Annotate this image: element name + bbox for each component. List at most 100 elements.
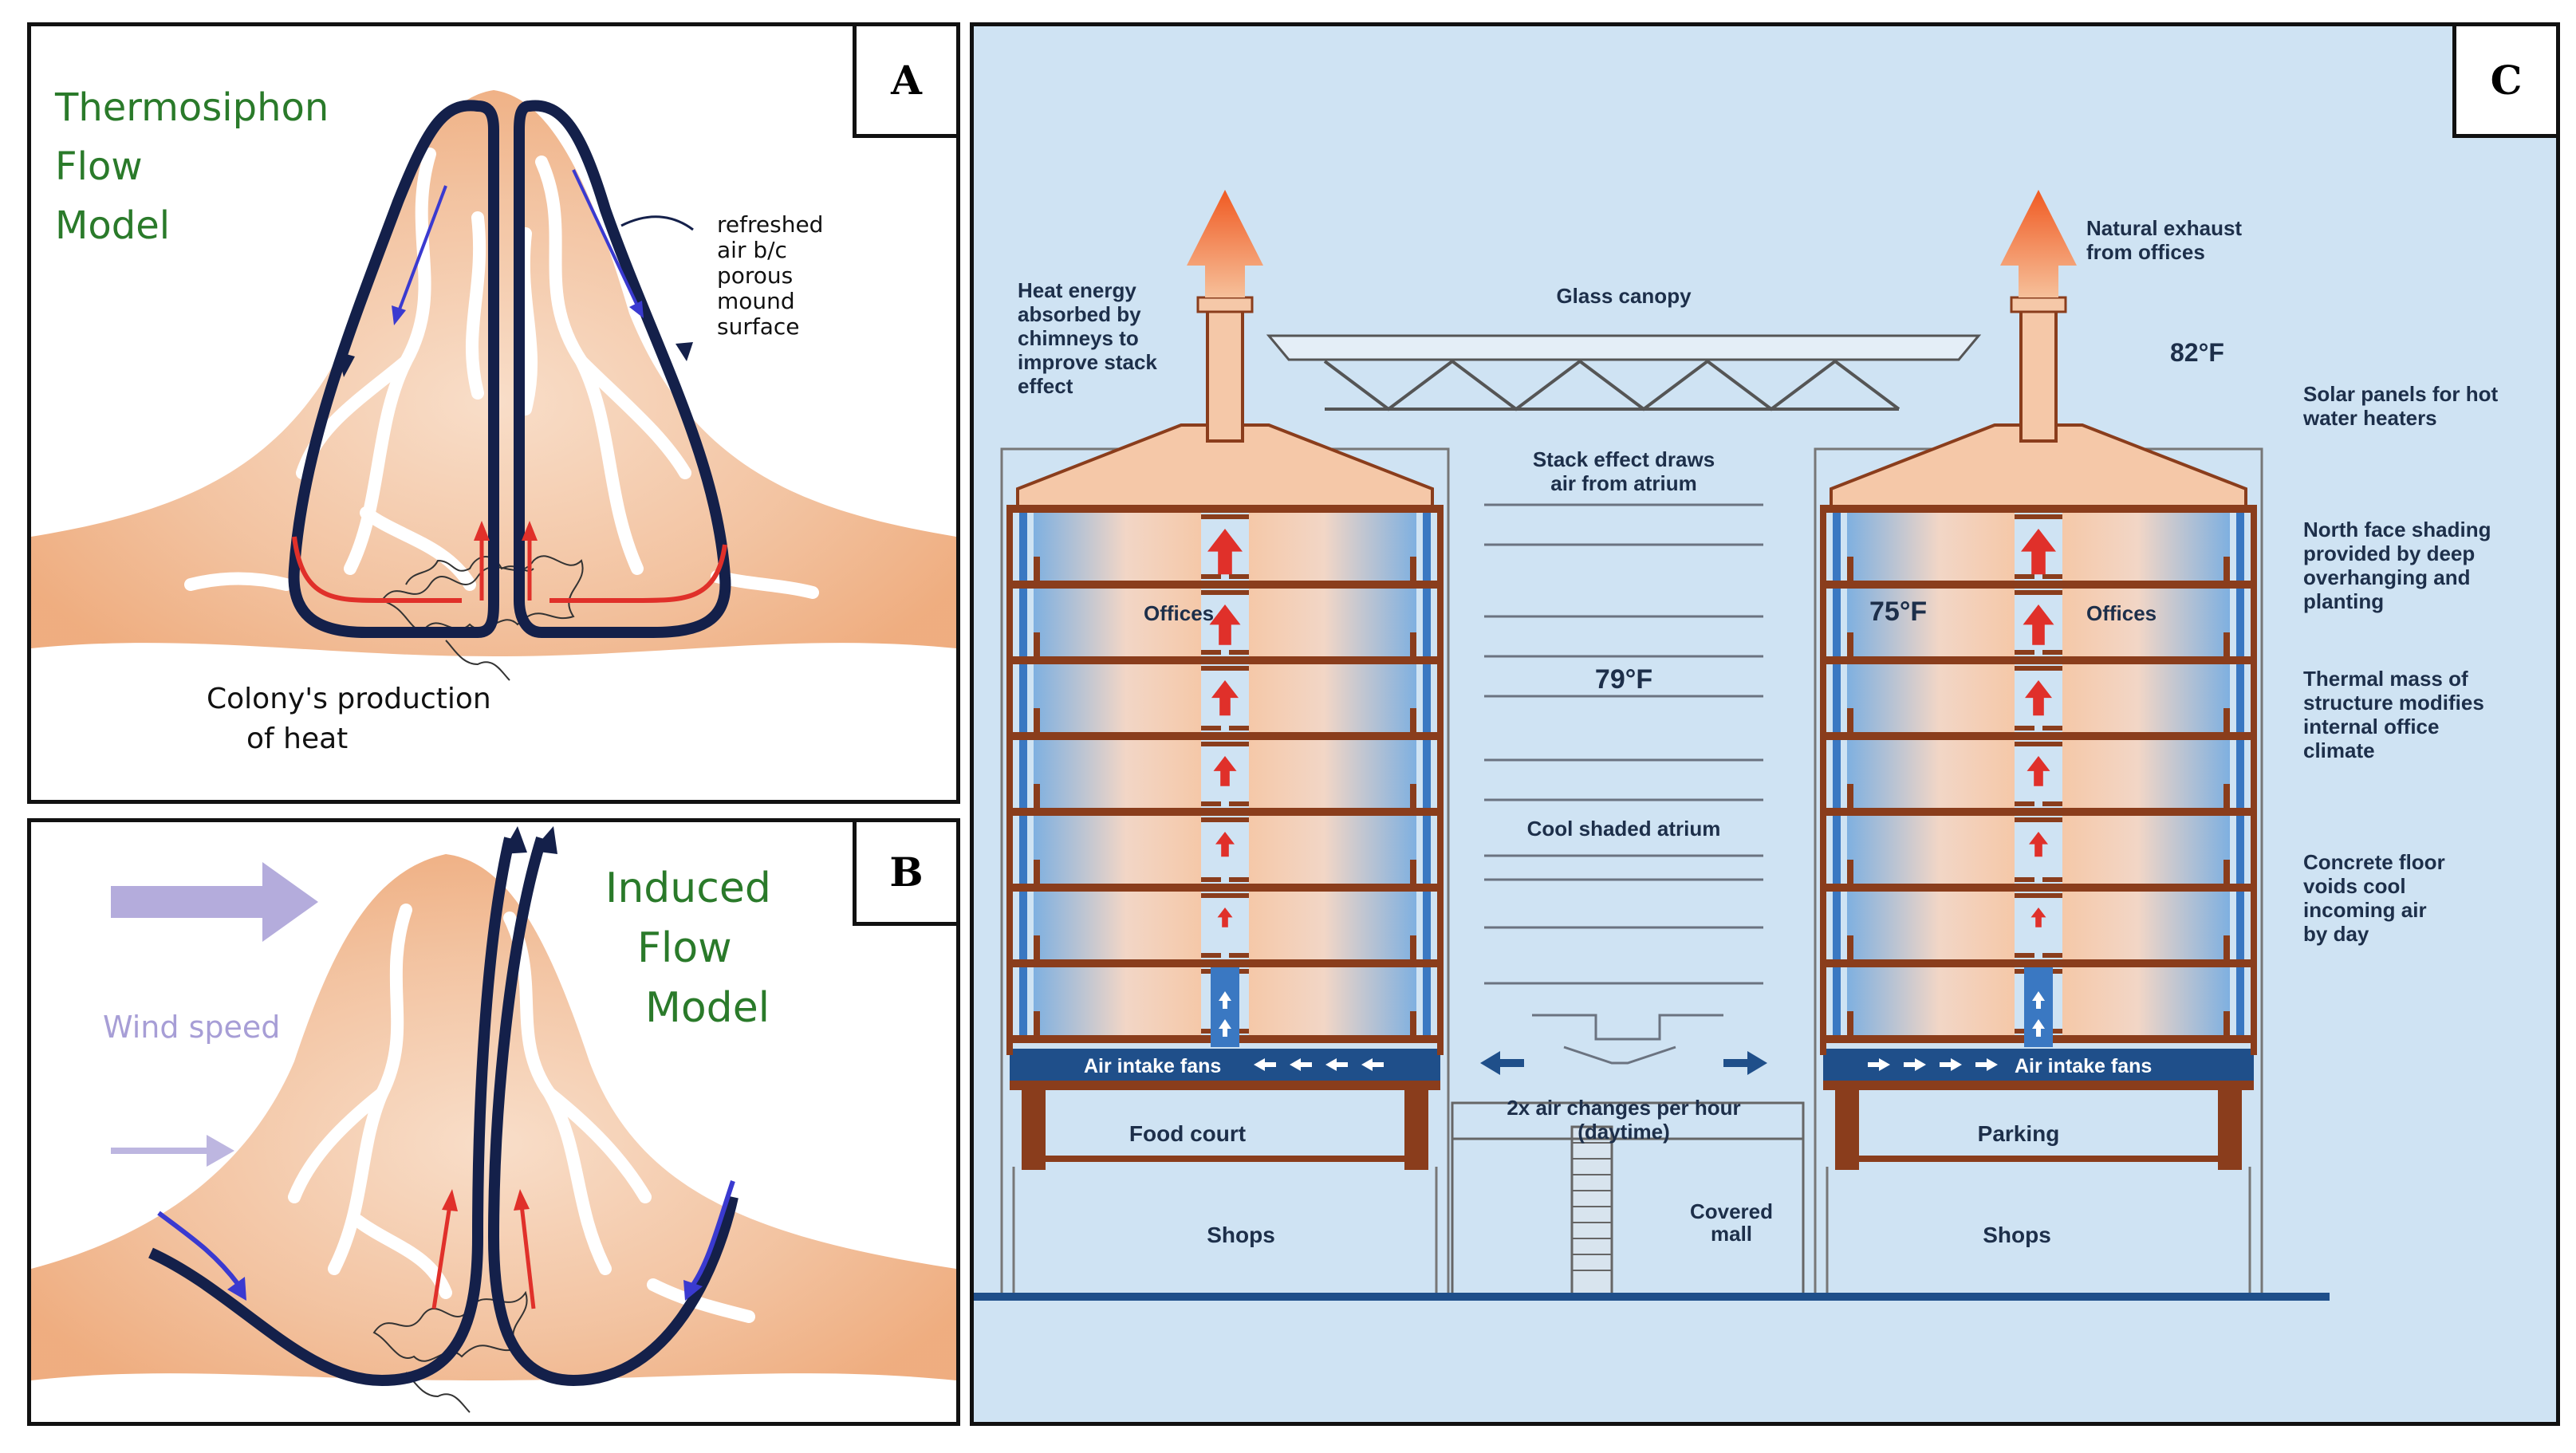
floor-slab (1823, 884, 2254, 892)
note-line-4: mound (717, 288, 795, 314)
heat-line-1: Colony's production (207, 683, 491, 715)
side-note-2-line-1: North face shading (2303, 518, 2491, 541)
panel-b-induced-flow: Wind speed Induced Flow Model B (27, 818, 960, 1426)
ground-line (974, 1293, 2330, 1301)
side-note-3-line-2: structure modifies (2303, 691, 2484, 715)
escalator (1451, 1101, 1805, 1296)
floor-slab (1823, 732, 2254, 740)
side-note-1-line-2: water heaters (2302, 406, 2437, 430)
office-window-left (1847, 892, 2015, 959)
stack-arrow (2029, 832, 2048, 857)
office-window-left (1847, 513, 2015, 581)
side-note-1-line-1: Solar panels for hot (2303, 382, 2498, 406)
column (1022, 1090, 1046, 1170)
mall-label-2: mall (1711, 1222, 1752, 1246)
stack-arrow (2023, 604, 2054, 645)
food-court-label: Food court (1129, 1121, 1246, 1146)
stack-arrow (1207, 529, 1243, 575)
office-window-right (2062, 589, 2230, 656)
column (1404, 1090, 1428, 1170)
right-building (1814, 190, 2263, 1296)
left-flow-loop (288, 100, 499, 638)
side-note-3-line-4: climate (2303, 738, 2375, 762)
atrium-label: Cool shaded atrium (1527, 817, 1721, 841)
note-line-3: porous (717, 262, 793, 289)
office-window-left (1847, 589, 2015, 656)
left-induced-flow (148, 837, 515, 1387)
stack-arrow (1211, 680, 1239, 716)
exhaust-arrow (1187, 190, 1263, 297)
stack-arrow (2021, 529, 2056, 575)
mall-label-1: Covered (1690, 1199, 1773, 1223)
office-window-right (1249, 513, 1416, 581)
heat-line-2: of heat (246, 723, 348, 755)
floor-slab (1010, 581, 1440, 589)
office-window-left (1847, 967, 2015, 1035)
stack-arrow (1209, 604, 1241, 645)
side-note-2-line-3: overhanging and (2303, 565, 2470, 589)
office-window-right (1249, 740, 1416, 808)
office-window-left (1847, 664, 2015, 732)
chimney-note-1: Heat energy (1018, 278, 1136, 302)
glass-canopy (1266, 334, 1982, 411)
fans-right-label: Air intake fans (2015, 1055, 2152, 1077)
floor-slab (1010, 732, 1440, 740)
exhaust-note-1: Natural exhaust (2086, 216, 2242, 240)
title-line-2: Flow (55, 144, 143, 189)
office-window-right (1249, 967, 1416, 1035)
column (1835, 1090, 1859, 1170)
office-window-right (2062, 816, 2230, 884)
shops-right-label: Shops (1983, 1223, 2051, 1247)
office-window-right (1249, 664, 1416, 732)
column (2218, 1090, 2242, 1170)
side-note-3-line-1: Thermal mass of (2303, 667, 2468, 691)
chimney-note-2: absorbed by (1018, 302, 1141, 326)
office-window-right (2062, 967, 2230, 1035)
floor-slab (1010, 808, 1440, 816)
panel-c-building-section: Heat energy absorbed by chimneys to impr… (970, 22, 2560, 1426)
right-induced-flow (487, 836, 739, 1387)
air-changes-1: 2x air changes per hour (1507, 1096, 1740, 1120)
chimney-note-4: improve stack (1018, 350, 1157, 374)
temp-atrium: 79°F (1595, 664, 1652, 695)
panel-letter-b: B (853, 822, 956, 926)
title-line-3: Model (55, 203, 170, 248)
glass-canopy-label: Glass canopy (1556, 284, 1692, 308)
building-cross-section: Heat energy absorbed by chimneys to impr… (974, 190, 2498, 1301)
office-window-left (1034, 967, 1201, 1035)
note-line-1: refreshed (717, 211, 823, 238)
shops-left-label: Shops (1207, 1223, 1275, 1247)
chimney-collar (1196, 296, 1254, 313)
side-note-4-line-1: Concrete floor (2303, 850, 2445, 874)
note-line-5: surface (717, 313, 799, 340)
office-window-right (2062, 664, 2230, 732)
floor-slab (1823, 581, 2254, 589)
office-window-right (2062, 513, 2230, 581)
induced-flow-diagram: Wind speed Induced Flow Model (31, 826, 956, 1413)
stack-arrow (2025, 680, 2052, 716)
title-line-1-b: Induced (605, 864, 771, 912)
exhaust-arrow (2000, 190, 2077, 297)
side-note-4-line-4: by day (2303, 922, 2369, 946)
side-note-3-line-3: internal office (2303, 715, 2439, 738)
office-window-right (2062, 740, 2230, 808)
office-window-left (1034, 513, 1201, 581)
air-intake-band (1823, 1049, 2254, 1081)
side-note-2-line-2: provided by deep (2303, 541, 2475, 565)
left-building (1000, 190, 1450, 1296)
exhaust-note-2: from offices (2086, 240, 2205, 264)
wind-arrow-large (111, 862, 318, 942)
office-window-right (1249, 816, 1416, 884)
parking-label: Parking (1978, 1121, 2060, 1146)
thermosiphon-diagram: Thermosiphon Flow Model refreshed air b/… (31, 85, 956, 755)
office-window-right (1249, 589, 1416, 656)
chimney-note-3: chimneys to (1018, 326, 1139, 350)
office-window-left (1034, 892, 1201, 959)
atrium-lines (1484, 503, 1763, 1065)
floor-slab (1010, 884, 1440, 892)
offices-right: Offices (2086, 601, 2157, 625)
office-window-right (2062, 892, 2230, 959)
panel-letter-a: A (853, 26, 956, 138)
title-line-1: Thermosiphon (54, 85, 329, 130)
offices-left: Offices (1144, 601, 1214, 625)
